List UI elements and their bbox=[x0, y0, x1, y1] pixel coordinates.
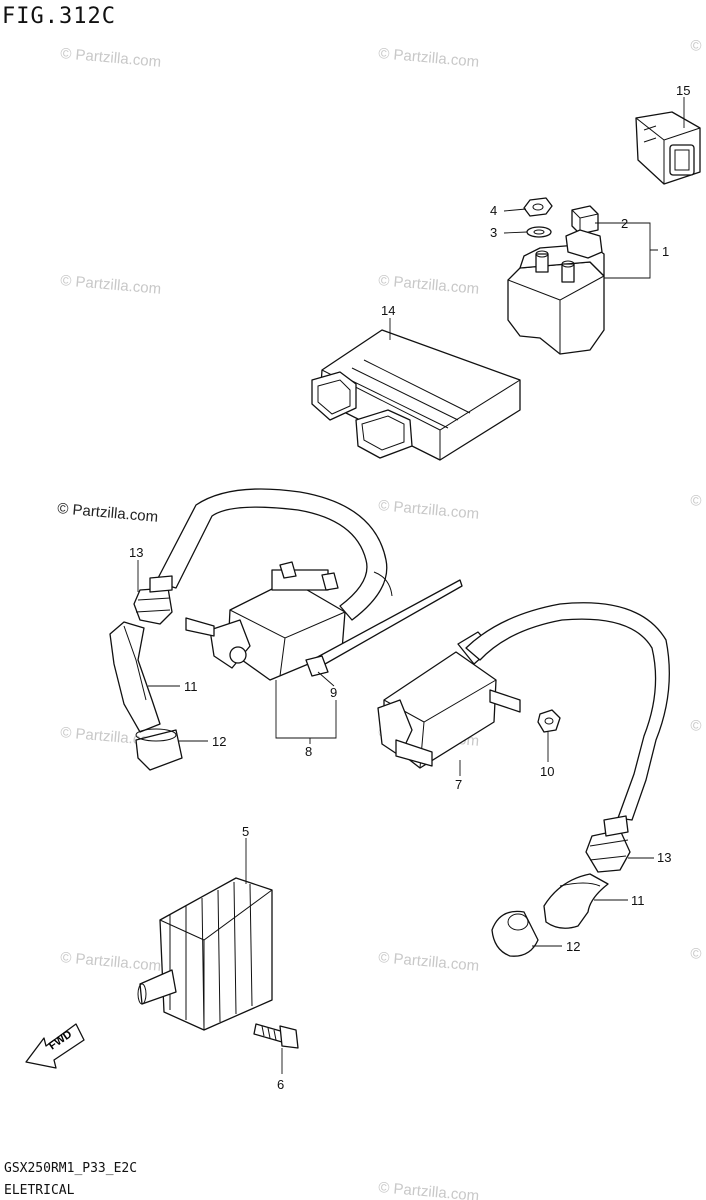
callout-6: 6 bbox=[277, 1077, 284, 1092]
part-7-ignition-coil bbox=[377, 602, 670, 821]
section-name: ELETRICAL bbox=[4, 1183, 75, 1198]
part-13-cap-seal bbox=[133, 575, 173, 625]
watermark: © Partzilla.com bbox=[60, 949, 162, 975]
callout-11-lower: 11 bbox=[631, 893, 645, 908]
part-4-nut bbox=[523, 197, 553, 217]
watermark: © Partzilla.com bbox=[378, 272, 480, 298]
part-2-fuse bbox=[571, 205, 599, 235]
watermark: © Partzilla.com bbox=[60, 272, 162, 298]
model-code: GSX250RM1_P33_E2C bbox=[4, 1161, 138, 1176]
watermark: © Partzilla.com bbox=[378, 1179, 480, 1200]
callout-3: 3 bbox=[490, 225, 497, 240]
callout-12: 12 bbox=[212, 734, 226, 749]
callout-15: 15 bbox=[676, 83, 690, 98]
callout-4: 4 bbox=[490, 203, 497, 218]
part-9-cable-tie bbox=[305, 579, 463, 677]
watermark: © Partzilla.com bbox=[378, 45, 480, 71]
leader-lines bbox=[137, 97, 685, 1074]
watermark: © Partzilla.com bbox=[690, 717, 706, 743]
part-10-nut bbox=[537, 709, 561, 733]
fwd-arrow-icon: FWD bbox=[25, 1023, 85, 1069]
part-11-plug-cap-lower bbox=[543, 873, 609, 929]
part-11-plug-cap bbox=[109, 621, 161, 733]
watermark: © Partzilla.com bbox=[690, 945, 706, 971]
callout-7: 7 bbox=[455, 777, 462, 792]
part-12-boot-lower bbox=[491, 910, 539, 957]
part-8-ignition-coil bbox=[155, 488, 393, 681]
watermark: © Partzilla.com bbox=[690, 37, 706, 63]
part-3-washer bbox=[526, 226, 552, 238]
callout-13: 13 bbox=[129, 545, 143, 560]
callout-12-lower: 12 bbox=[566, 939, 580, 954]
watermark: © Partzilla.com bbox=[690, 492, 706, 518]
callout-9: 9 bbox=[330, 685, 337, 700]
part-5-regulator bbox=[137, 877, 273, 1031]
part-13-cap-seal-lower bbox=[585, 815, 631, 873]
callout-1: 1 bbox=[662, 244, 669, 259]
watermark: © Partzilla.com bbox=[60, 45, 162, 71]
part-15-connector bbox=[635, 111, 701, 185]
callouts: 15 4 3 2 1 14 13 11 12 9 8 10 7 13 11 12… bbox=[129, 83, 690, 1092]
part-12-boot bbox=[135, 728, 183, 771]
callout-8: 8 bbox=[305, 744, 312, 759]
part-14-ecm bbox=[311, 329, 521, 461]
figure-title: FIG.312C bbox=[2, 4, 116, 29]
callout-11: 11 bbox=[184, 679, 198, 694]
callout-14: 14 bbox=[381, 303, 395, 318]
watermark: © Partzilla.com bbox=[378, 497, 480, 523]
callout-5: 5 bbox=[242, 824, 249, 839]
watermark-bold: © Partzilla.com bbox=[57, 500, 159, 526]
part-1-starter-relay bbox=[507, 229, 605, 355]
callout-2: 2 bbox=[621, 216, 628, 231]
callout-10: 10 bbox=[540, 764, 554, 779]
watermark: © Partzilla.com bbox=[378, 949, 480, 975]
callout-13-lower: 13 bbox=[657, 850, 671, 865]
part-6-bolt bbox=[253, 1023, 299, 1049]
